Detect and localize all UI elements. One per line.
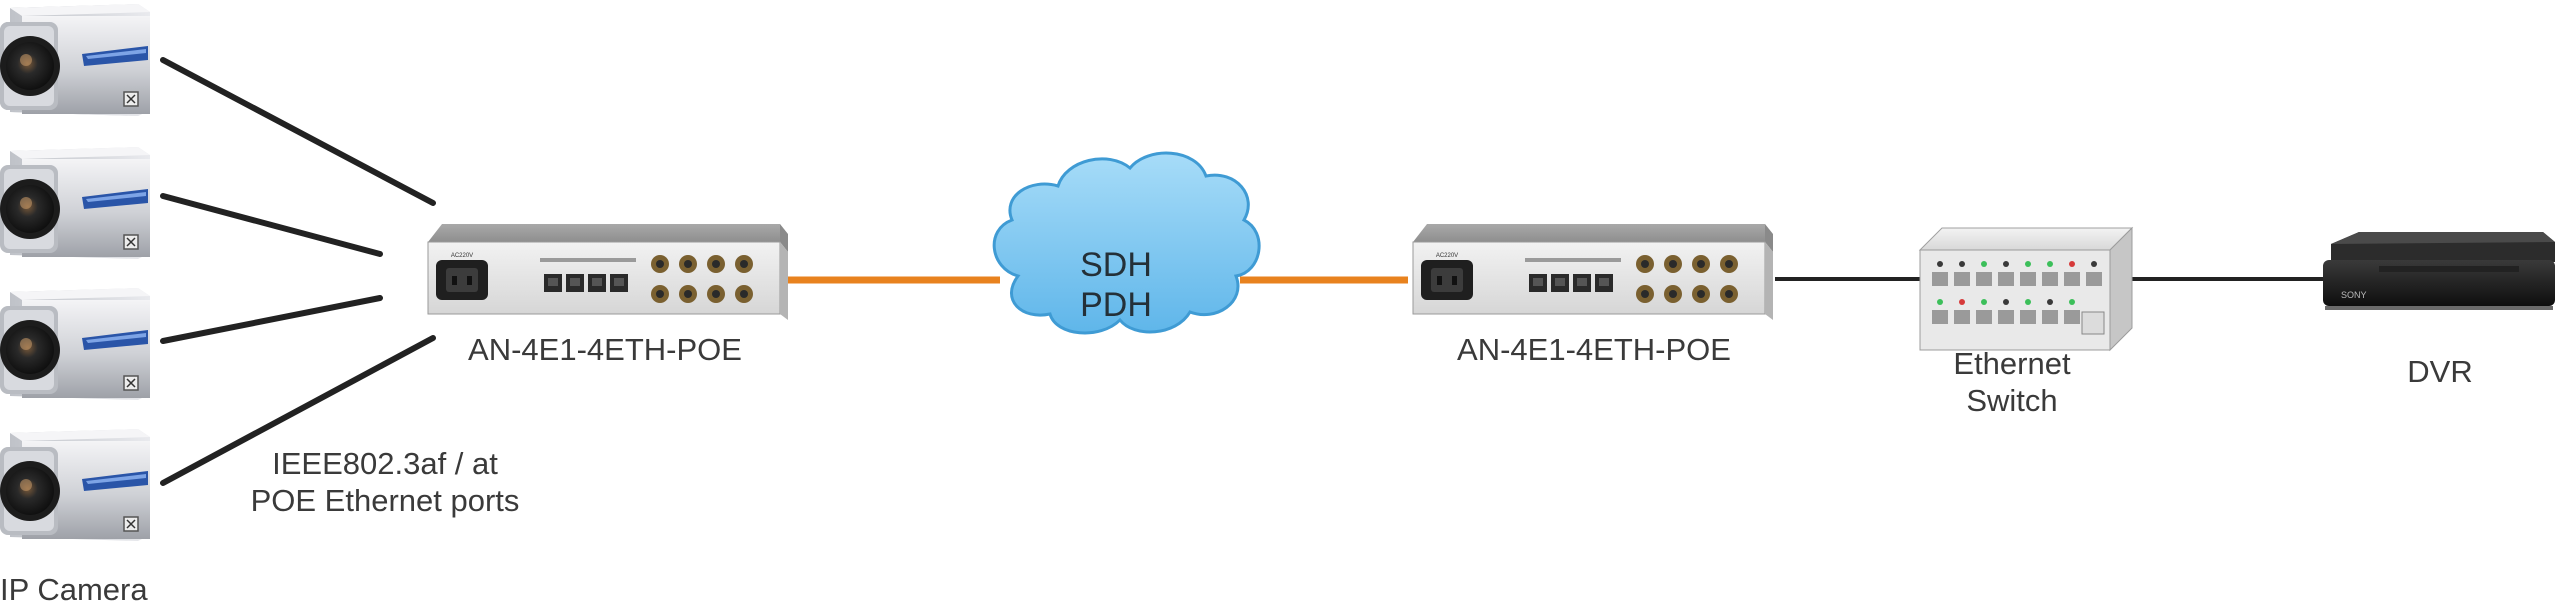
poe-note-line1: IEEE802.3af / at (272, 446, 498, 481)
cloud-label-line1: SDH (1080, 246, 1152, 284)
switch-label-line1: Ethernet (1953, 346, 2071, 381)
converter-left-power-label: AC220V (451, 253, 473, 259)
converter-left-device: AC220V (427, 224, 788, 320)
network-cloud-icon (992, 151, 1261, 335)
cloud-label-line2: PDH (1080, 286, 1152, 324)
switch-label-line2: Switch (1966, 383, 2057, 418)
dvr-icon: SONY (2323, 232, 2555, 310)
converter-right-device: AC220V (1412, 224, 1773, 320)
ip-camera-icon (0, 428, 151, 542)
converter-right-label: AN-4E1-4ETH-POE (1457, 332, 1731, 367)
ip-camera-icon (0, 146, 151, 260)
ethernet-switch-icon (1918, 226, 2134, 352)
converter-right-power-label: AC220V (1436, 253, 1458, 259)
converter-left-label: AN-4E1-4ETH-POE (468, 332, 742, 367)
camera-link-2 (160, 193, 383, 257)
poe-note-line2: POE Ethernet ports (251, 483, 520, 518)
dvr-brand-label: SONY (2341, 290, 2367, 300)
camera-links (160, 57, 436, 486)
ip-camera-icon (0, 3, 151, 117)
dvr-label: DVR (2407, 354, 2472, 389)
ip-camera-icon (0, 287, 151, 401)
camera-link-1 (160, 57, 436, 206)
camera-label: IP Camera (0, 572, 148, 602)
camera-link-3 (160, 295, 383, 344)
camera-link-4 (160, 335, 436, 486)
